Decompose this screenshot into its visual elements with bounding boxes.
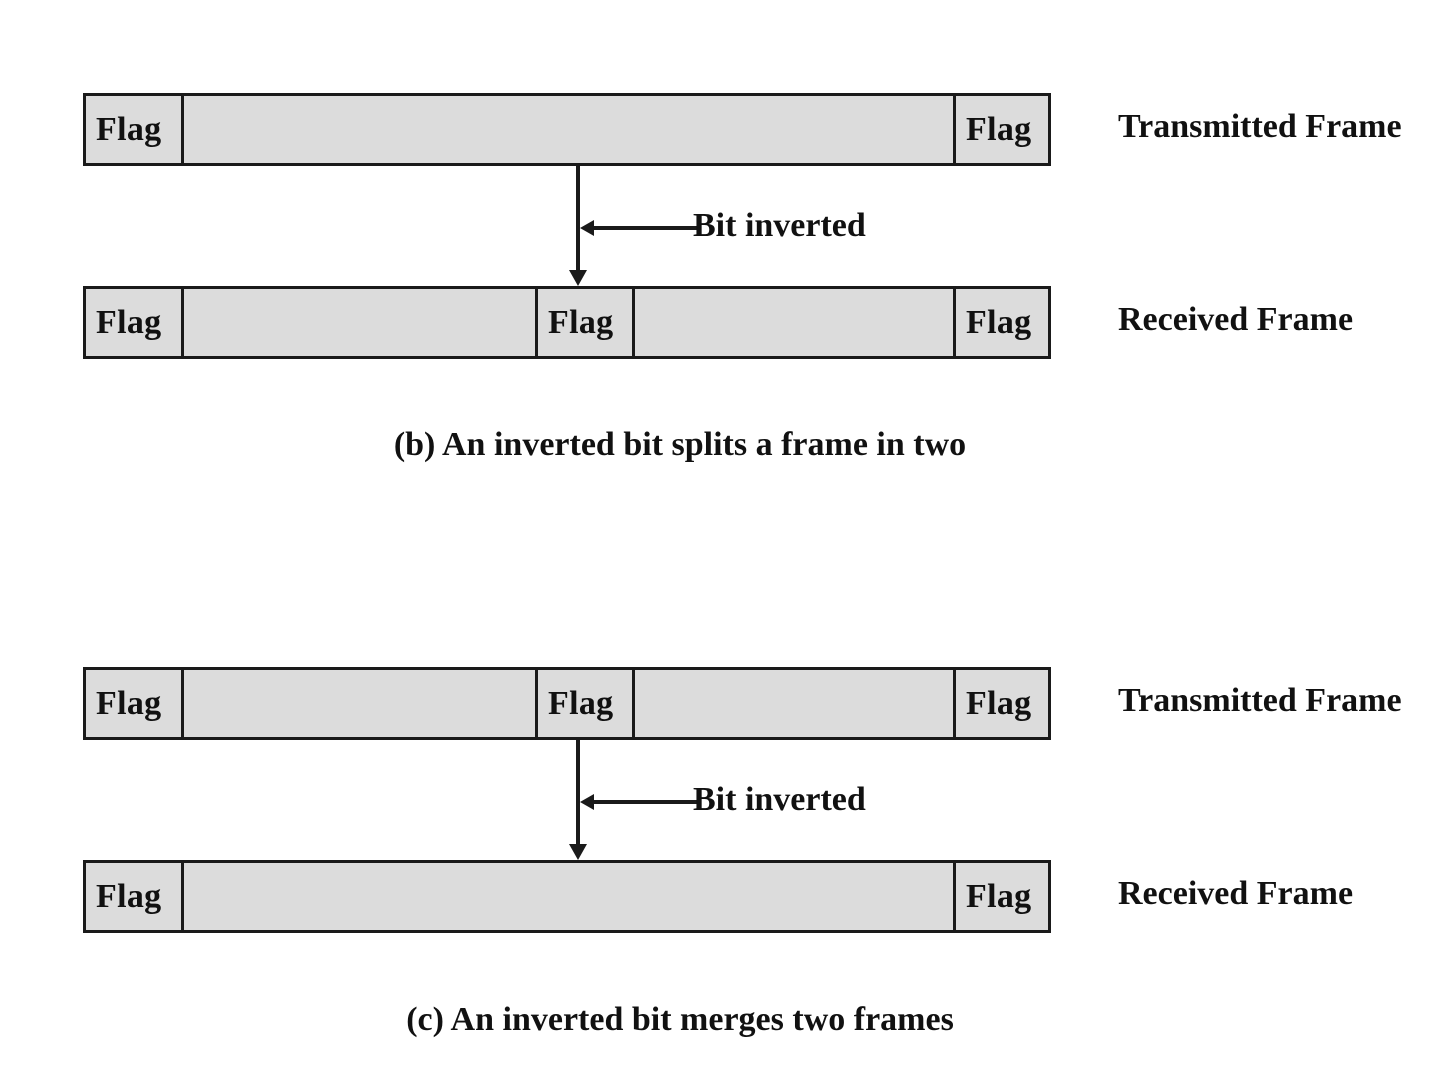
flag-label: Flag — [548, 303, 614, 341]
received-frame-b: Flag Flag Flag — [83, 286, 1051, 359]
flag-label: Flag — [96, 684, 162, 722]
caption-b: (b) An inverted bit splits a frame in tw… — [393, 426, 967, 463]
received-frame-label: Received Frame — [1118, 875, 1354, 912]
flag-field: Flag — [86, 289, 184, 356]
transmitted-frame-c: Flag Flag Flag — [83, 667, 1051, 740]
bit-inverted-arrow — [569, 166, 698, 286]
flag-field: Flag — [953, 289, 1048, 356]
left-arrowhead-icon — [580, 794, 594, 810]
flag-field: Flag — [535, 670, 635, 737]
bit-inverted-label: Bit inverted — [693, 781, 866, 818]
data-field — [184, 670, 536, 737]
data-field — [184, 96, 956, 163]
data-field — [635, 289, 955, 356]
data-field — [635, 670, 955, 737]
data-field — [184, 863, 956, 930]
received-frame-c: Flag Flag — [83, 860, 1051, 933]
transmitted-frame-b: Flag Flag — [83, 93, 1051, 166]
flag-label: Flag — [966, 303, 1032, 341]
transmitted-frame-label: Transmitted Frame — [1118, 108, 1402, 145]
down-arrowhead-icon — [569, 270, 587, 286]
flag-field: Flag — [953, 863, 1048, 930]
flag-label: Flag — [96, 110, 162, 148]
transmitted-frame-label: Transmitted Frame — [1118, 682, 1402, 719]
down-arrowhead-icon — [569, 844, 587, 860]
flag-label: Flag — [96, 877, 162, 915]
data-field — [184, 289, 536, 356]
flag-label: Flag — [966, 684, 1032, 722]
caption-c: (c) An inverted bit merges two frames — [406, 1001, 954, 1038]
flag-field: Flag — [953, 96, 1048, 163]
bit-inverted-label: Bit inverted — [693, 207, 866, 244]
flag-field: Flag — [86, 863, 184, 930]
flag-label: Flag — [96, 303, 162, 341]
received-frame-label: Received Frame — [1118, 301, 1354, 338]
flag-field: Flag — [86, 96, 184, 163]
bit-inverted-arrow — [569, 740, 698, 860]
flag-label: Flag — [966, 110, 1032, 148]
left-arrowhead-icon — [580, 220, 594, 236]
flag-field: Flag — [86, 670, 184, 737]
flag-label: Flag — [548, 684, 614, 722]
flag-field: Flag — [953, 670, 1048, 737]
flag-label: Flag — [966, 877, 1032, 915]
flag-field: Flag — [535, 289, 635, 356]
